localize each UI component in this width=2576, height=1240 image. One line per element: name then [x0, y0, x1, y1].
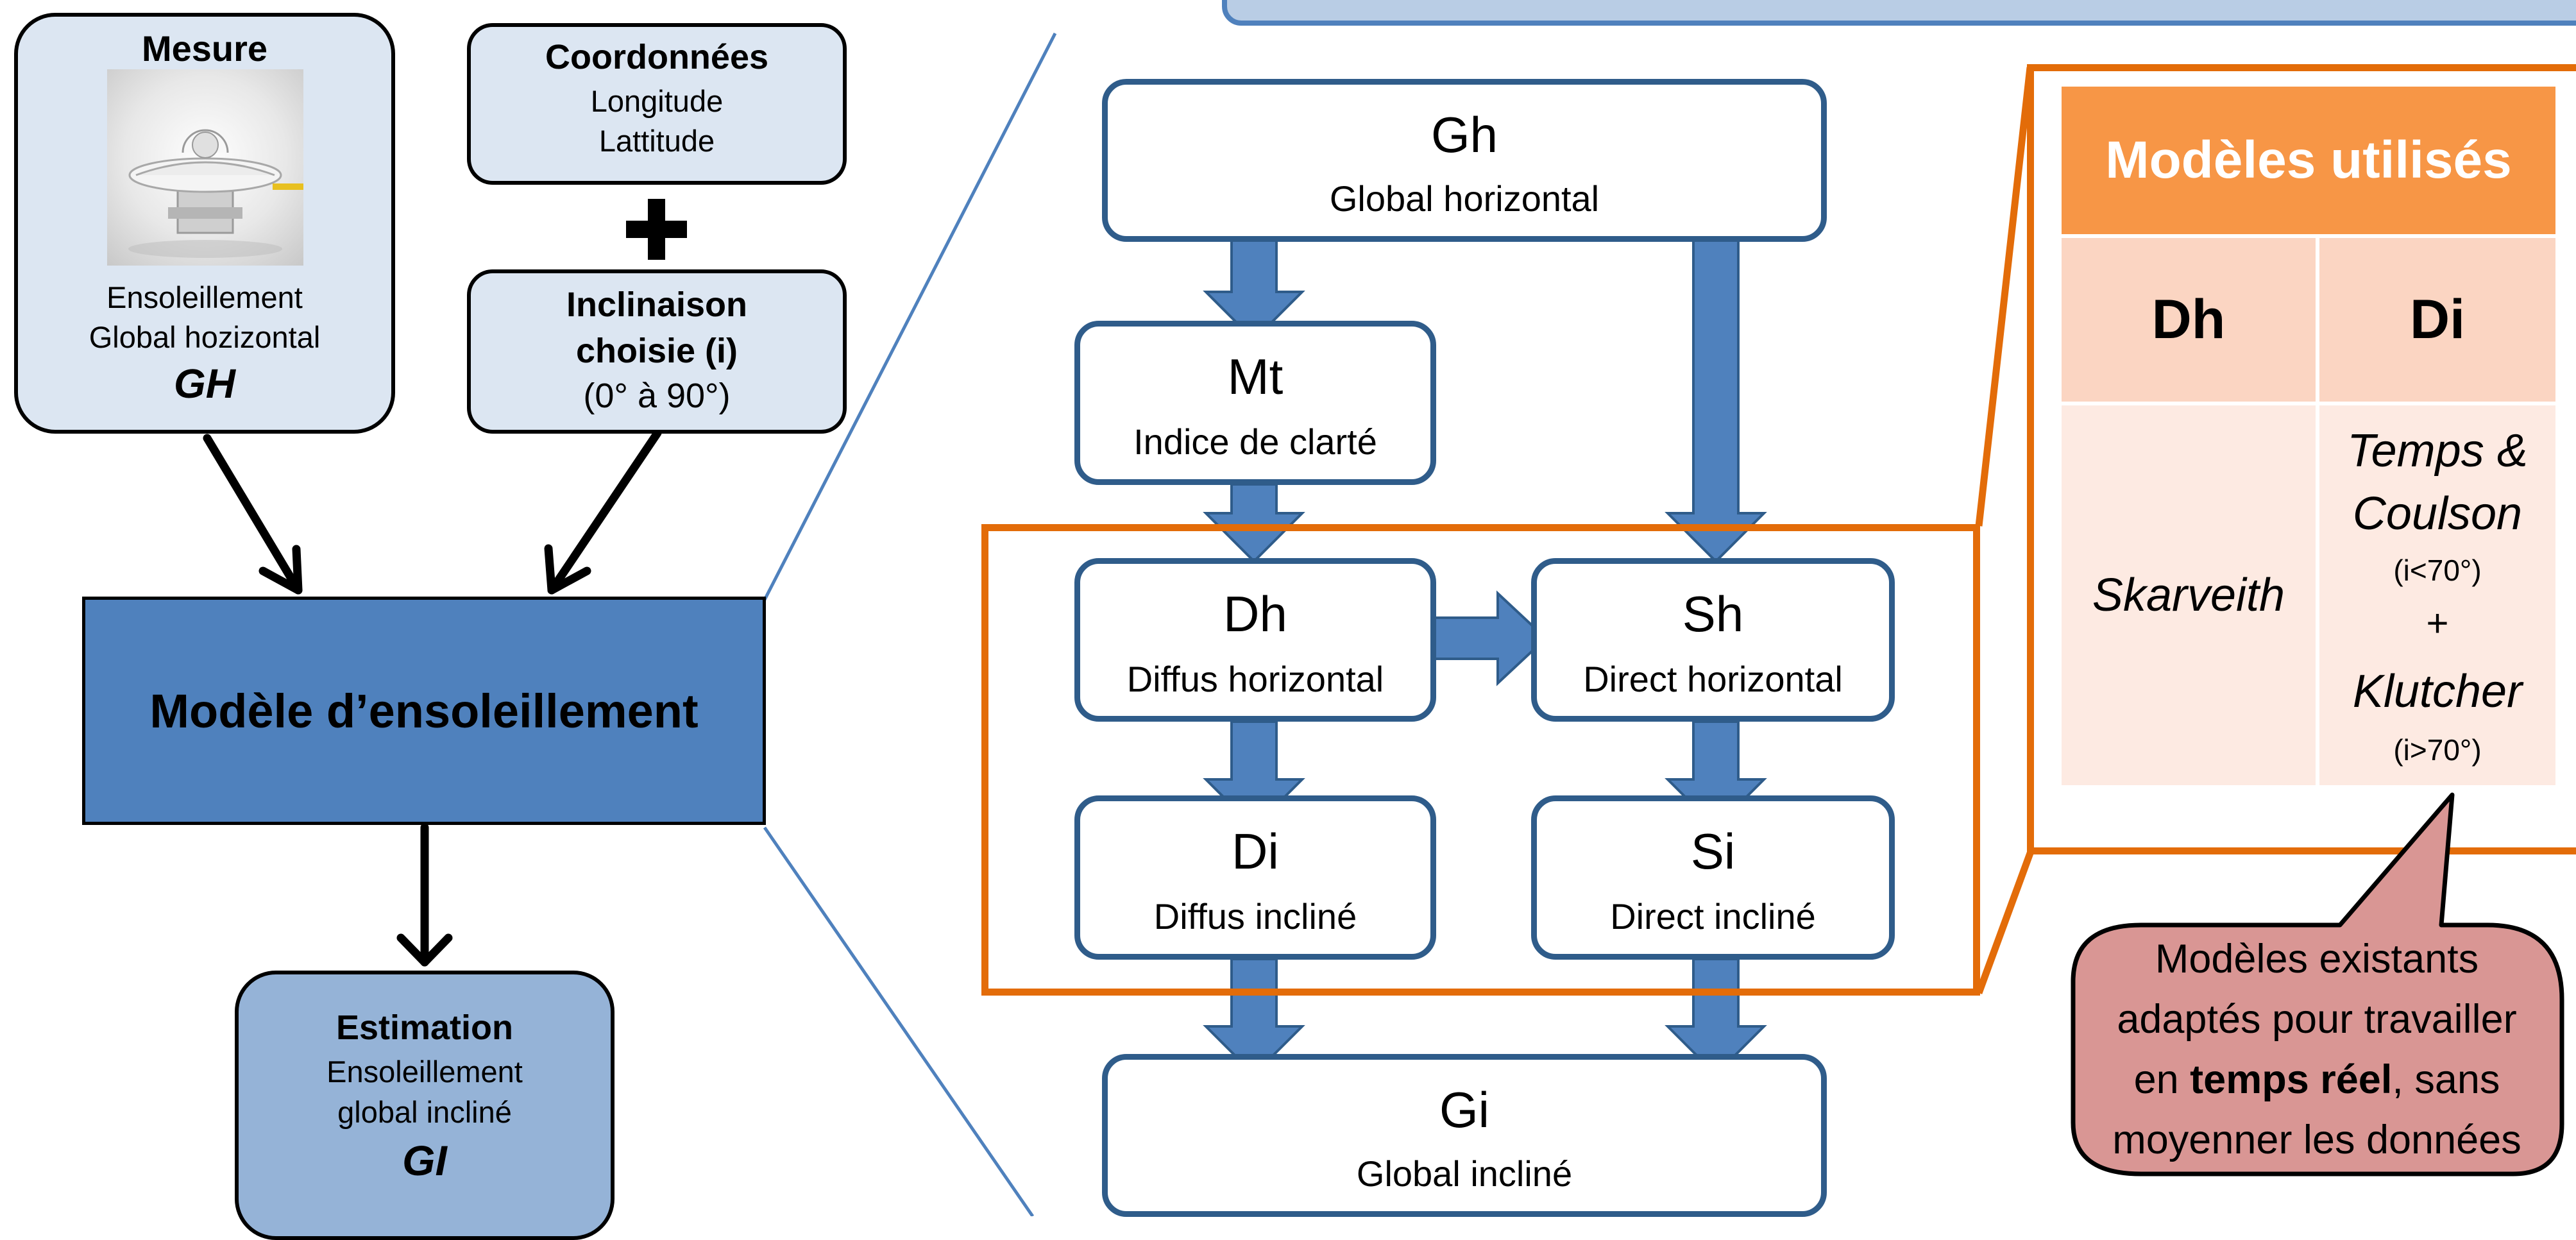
dh-label: Dh [1223, 586, 1287, 642]
zoom-line-top [763, 32, 1057, 601]
orange-connector-bottom [1975, 852, 2034, 994]
di-box: Di Diffus incliné [1074, 795, 1436, 960]
top-banner [1222, 0, 2576, 26]
models-dh-model: Skarveith [2092, 570, 2285, 621]
coords-title: Coordonnées [545, 38, 769, 76]
models-col-dh-label: Dh [2151, 289, 2226, 350]
estimation-symbol: GI [402, 1137, 447, 1184]
gh-box: Gh Global horizontal [1102, 79, 1827, 242]
sh-label: Sh [1682, 586, 1744, 642]
pyranometer-icon [107, 69, 303, 266]
di-sub: Diffus incliné [1153, 896, 1357, 937]
gh-label: Gh [1430, 106, 1498, 163]
sh-sub: Direct horizontal [1583, 659, 1843, 699]
mesure-line1: Ensoleillement [106, 280, 303, 314]
si-label: Si [1690, 823, 1736, 879]
estimation-title: Estimation [335, 1008, 514, 1047]
inclinaison-box: Inclinaison choisie (i) (0° à 90°) [467, 269, 847, 434]
orange-connector-top [1975, 67, 2034, 527]
callout-line3-post: , sans [2392, 1057, 2500, 1102]
callout-line4: moyenner les données [2112, 1117, 2521, 1162]
coords-line1: Longitude [590, 84, 724, 118]
estimation-line2: global incliné [337, 1095, 512, 1129]
gi-sub: Global incliné [1356, 1153, 1573, 1194]
models-cell-di: Temps & Coulson (i<70°) + Klutcher (i>70… [2319, 405, 2555, 785]
mt-label: Mt [1227, 348, 1284, 405]
plus-icon [626, 199, 687, 260]
mt-sub: Indice de clarté [1133, 421, 1377, 462]
callout-line3: en temps réel, sans [2073, 1049, 2561, 1110]
section-frame [981, 524, 1980, 996]
models-di-cond2: (i>70°) [2393, 733, 2482, 767]
estimation-box: Estimation Ensoleillement global incliné… [235, 971, 614, 1240]
mt-box: Mt Indice de clarté [1074, 321, 1436, 485]
models-plus: + [2426, 602, 2449, 645]
si-sub: Direct incliné [1610, 896, 1816, 937]
callout-line2: adaptés pour travailler [2117, 997, 2517, 1042]
models-col-di-label: Di [2410, 289, 2465, 350]
models-title: Modèles utilisés [2105, 131, 2512, 189]
estimation-line1: Ensoleillement [326, 1055, 523, 1089]
coords-line2: Lattitude [598, 124, 715, 158]
model-label: Modèle d’ensoleillement [149, 684, 699, 738]
di-label: Di [1232, 823, 1279, 879]
models-header: Modèles utilisés [2062, 87, 2555, 234]
callout-text: Modèles existants adaptés pour travaille… [2073, 929, 2561, 1170]
mesure-title: Mesure [141, 28, 268, 69]
mesure-symbol: GH [174, 361, 235, 407]
gi-label: Gi [1439, 1082, 1489, 1138]
dh-box: Dh Diffus horizontal [1074, 558, 1436, 722]
sh-box: Sh Direct horizontal [1531, 558, 1895, 722]
gh-sub: Global horizontal [1329, 178, 1600, 219]
inclinaison-title-line2: choisie (i) [575, 332, 738, 370]
models-cell-dh: Skarveith [2062, 405, 2316, 785]
models-di-model1-line2: Coulson [2352, 488, 2523, 539]
models-col-di: Di [2319, 238, 2555, 402]
dh-sub: Diffus horizontal [1126, 659, 1384, 699]
gi-box: Gi Global incliné [1102, 1054, 1827, 1217]
inclinaison-title-line1: Inclinaison [566, 285, 748, 324]
model-box: Modèle d’ensoleillement [82, 597, 766, 825]
models-col-dh: Dh [2062, 238, 2316, 402]
callout-line3-bold: temps réel [2190, 1057, 2393, 1102]
models-di-cond1: (i<70°) [2393, 554, 2482, 587]
si-box: Si Direct incliné [1531, 795, 1895, 960]
models-di-model2: Klutcher [2352, 666, 2523, 717]
callout-line3-pre: en [2133, 1057, 2190, 1102]
callout-line1: Modèles existants [2155, 937, 2479, 981]
mesure-box: Mesure Ensoleillement Global hozizontal … [14, 13, 395, 434]
mesure-line2: Global hozizontal [89, 320, 321, 354]
models-di-model1-line1: Temps & [2347, 425, 2528, 477]
coords-box: Coordonnées Longitude Lattitude [467, 23, 847, 185]
callout-shape [2071, 792, 2564, 1176]
zoom-line-bottom [763, 826, 1035, 1216]
black-arrows [203, 429, 662, 967]
inclinaison-range: (0° à 90°) [583, 377, 731, 415]
